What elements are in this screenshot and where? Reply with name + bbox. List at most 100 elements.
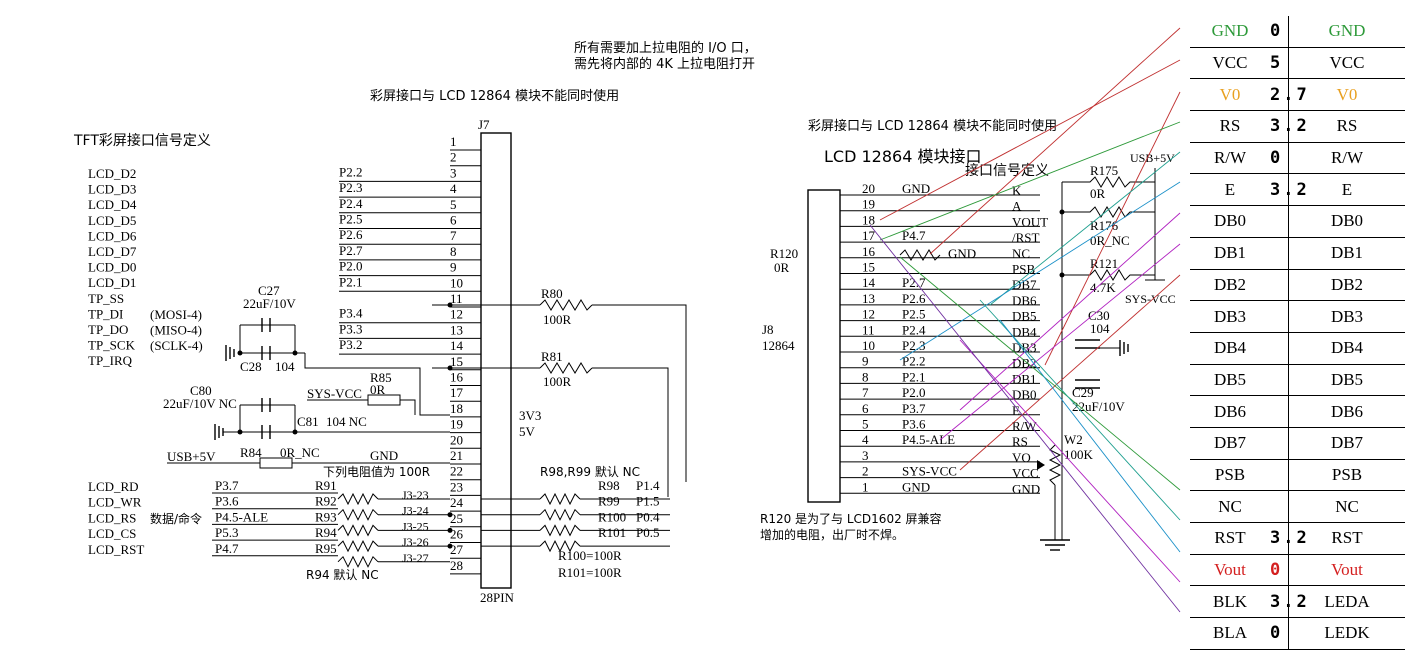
tft-signal-label: TP_DI <box>88 306 123 321</box>
right-port-label: P0.4 <box>636 509 660 524</box>
j8-pin-number: 20 <box>862 181 875 196</box>
pin-module-signal: E <box>1288 173 1405 207</box>
j8-func-label: DB1 <box>1012 371 1037 386</box>
j8-pin-number: 11 <box>862 322 875 337</box>
tft-signal-label: LCD_D6 <box>88 228 137 243</box>
gnd-left: GND <box>370 448 398 463</box>
j8-net-label: P2.6 <box>902 291 926 306</box>
r85-value: 0R <box>370 382 386 397</box>
r120-value: 0R <box>774 260 790 275</box>
j7-pin-number: 16 <box>450 370 464 385</box>
pin-voltage <box>1270 364 1289 397</box>
c28-ref: C28 <box>240 359 262 374</box>
ctrl-port-label: P4.7 <box>215 541 239 556</box>
right-resistor-ref: R100 <box>598 509 626 524</box>
j7-pin-number: 24 <box>450 495 464 510</box>
pin-lcd-signal: DB6 <box>1190 395 1270 428</box>
pin-module-signal: DB6 <box>1288 395 1405 428</box>
r80-value: 100R <box>543 312 572 327</box>
j7-pin-number: 18 <box>450 401 463 416</box>
pin-lcd-signal: DB0 <box>1190 205 1270 238</box>
j8-func-label: DB7 <box>1012 277 1037 292</box>
junction-dot <box>447 543 453 549</box>
j8-pin-number: 17 <box>862 228 876 243</box>
r120-ref: R120 <box>770 246 798 261</box>
tft-signal-label: TP_IRQ <box>88 353 133 368</box>
pin-module-signal: DB3 <box>1288 300 1405 333</box>
c28-value: 104 <box>275 359 295 374</box>
lcd-ctrl-signal-label: LCD_WR <box>88 495 142 510</box>
j7-connector: J7 28PIN 3V3 5V 123456789101112131415161… <box>450 117 541 605</box>
pin-voltage: 0 <box>1270 142 1289 175</box>
tft-signal-label: LCD_D5 <box>88 213 136 228</box>
j8-pin-number: 7 <box>862 385 869 400</box>
r85-ref: R85 <box>370 370 392 385</box>
j7-pin-number: 25 <box>450 511 463 526</box>
j8-name: 12864 <box>762 338 795 353</box>
cross-wire <box>879 121 1181 241</box>
ctrl-resistor-ref: R95 <box>315 541 337 556</box>
j7-net-label: P3.4 <box>339 306 363 321</box>
j7-pin-number: 15 <box>450 354 463 369</box>
c29-ref: C29 <box>1072 385 1094 400</box>
j8-func-label: PSB <box>1012 262 1035 277</box>
pin-lcd-signal: DB5 <box>1190 364 1270 397</box>
j7-pin-number: 17 <box>450 385 464 400</box>
j7-pin-number: 10 <box>450 275 463 290</box>
r80-ref: R80 <box>541 286 563 301</box>
exclusive-note-right: 彩屏接口与 LCD 12864 模块不能同时使用 <box>808 118 1057 134</box>
right-resistor-ref: R101 <box>598 525 626 540</box>
c80-value: 22uF/10V NC <box>163 396 237 411</box>
r81-value: 100R <box>543 374 572 389</box>
tft-signal-label: LCD_D1 <box>88 275 136 290</box>
pin-voltage: 3.2 <box>1270 522 1307 555</box>
pin-lcd-signal: Vout <box>1190 554 1270 587</box>
j8-pin-number: 15 <box>862 260 875 275</box>
ctrl-j3-label: J3-24 <box>402 504 429 518</box>
j7-pin-number: 26 <box>450 527 464 542</box>
j8-net-label: GND <box>902 479 930 494</box>
cross-wire <box>959 212 1181 411</box>
pin-lcd-signal: BLA <box>1190 617 1270 650</box>
j8-net-label: P4.5-ALE <box>902 432 955 447</box>
pin-voltage: 0 <box>1270 617 1289 650</box>
tft-signal-label: TP_SCK <box>88 338 136 353</box>
pin-module-signal: NC <box>1288 490 1405 523</box>
pullup-note-line1: 所有需要加上拉电阻的 I/O 口， <box>574 40 757 56</box>
pin-module-signal: GND <box>1288 16 1405 48</box>
pin-lcd-signal: RS <box>1190 110 1270 143</box>
junction-dot <box>447 512 453 518</box>
r121-value: 4.7K <box>1090 280 1116 295</box>
j7-power-3v3: 3V3 <box>519 408 541 423</box>
j8-func-label: E <box>1012 403 1020 418</box>
j8-func-label: GND <box>1012 481 1040 496</box>
pin-lcd-signal: BLK <box>1190 585 1270 619</box>
ctrl-port-label: P3.7 <box>215 478 239 493</box>
pin-voltage: 0 <box>1270 16 1289 48</box>
sys-vcc-left: SYS-VCC <box>307 386 362 401</box>
j7-net-label: P2.2 <box>339 164 362 179</box>
c80-ref: C80 <box>190 383 212 398</box>
c81-value: 104 NC <box>326 414 367 429</box>
c81-ref: C81 <box>297 414 319 429</box>
pin-module-signal: R/W <box>1288 142 1405 175</box>
j8-pin-number: 13 <box>862 291 875 306</box>
cross-wire <box>1044 91 1181 366</box>
ctrl-j3-label: J3-23 <box>402 488 429 502</box>
cross-wire <box>899 256 1181 491</box>
pin-module-signal: Vout <box>1288 554 1405 587</box>
j8-pin-number: 16 <box>862 244 876 259</box>
pin-voltage <box>1270 395 1289 428</box>
tp-mode-label: (MISO-4) <box>150 323 202 338</box>
r100-note: R100=100R <box>558 548 622 563</box>
pin-module-signal: LEDA <box>1288 585 1405 619</box>
cross-wire <box>939 243 1181 441</box>
usb5v-left: USB+5V <box>167 449 216 464</box>
